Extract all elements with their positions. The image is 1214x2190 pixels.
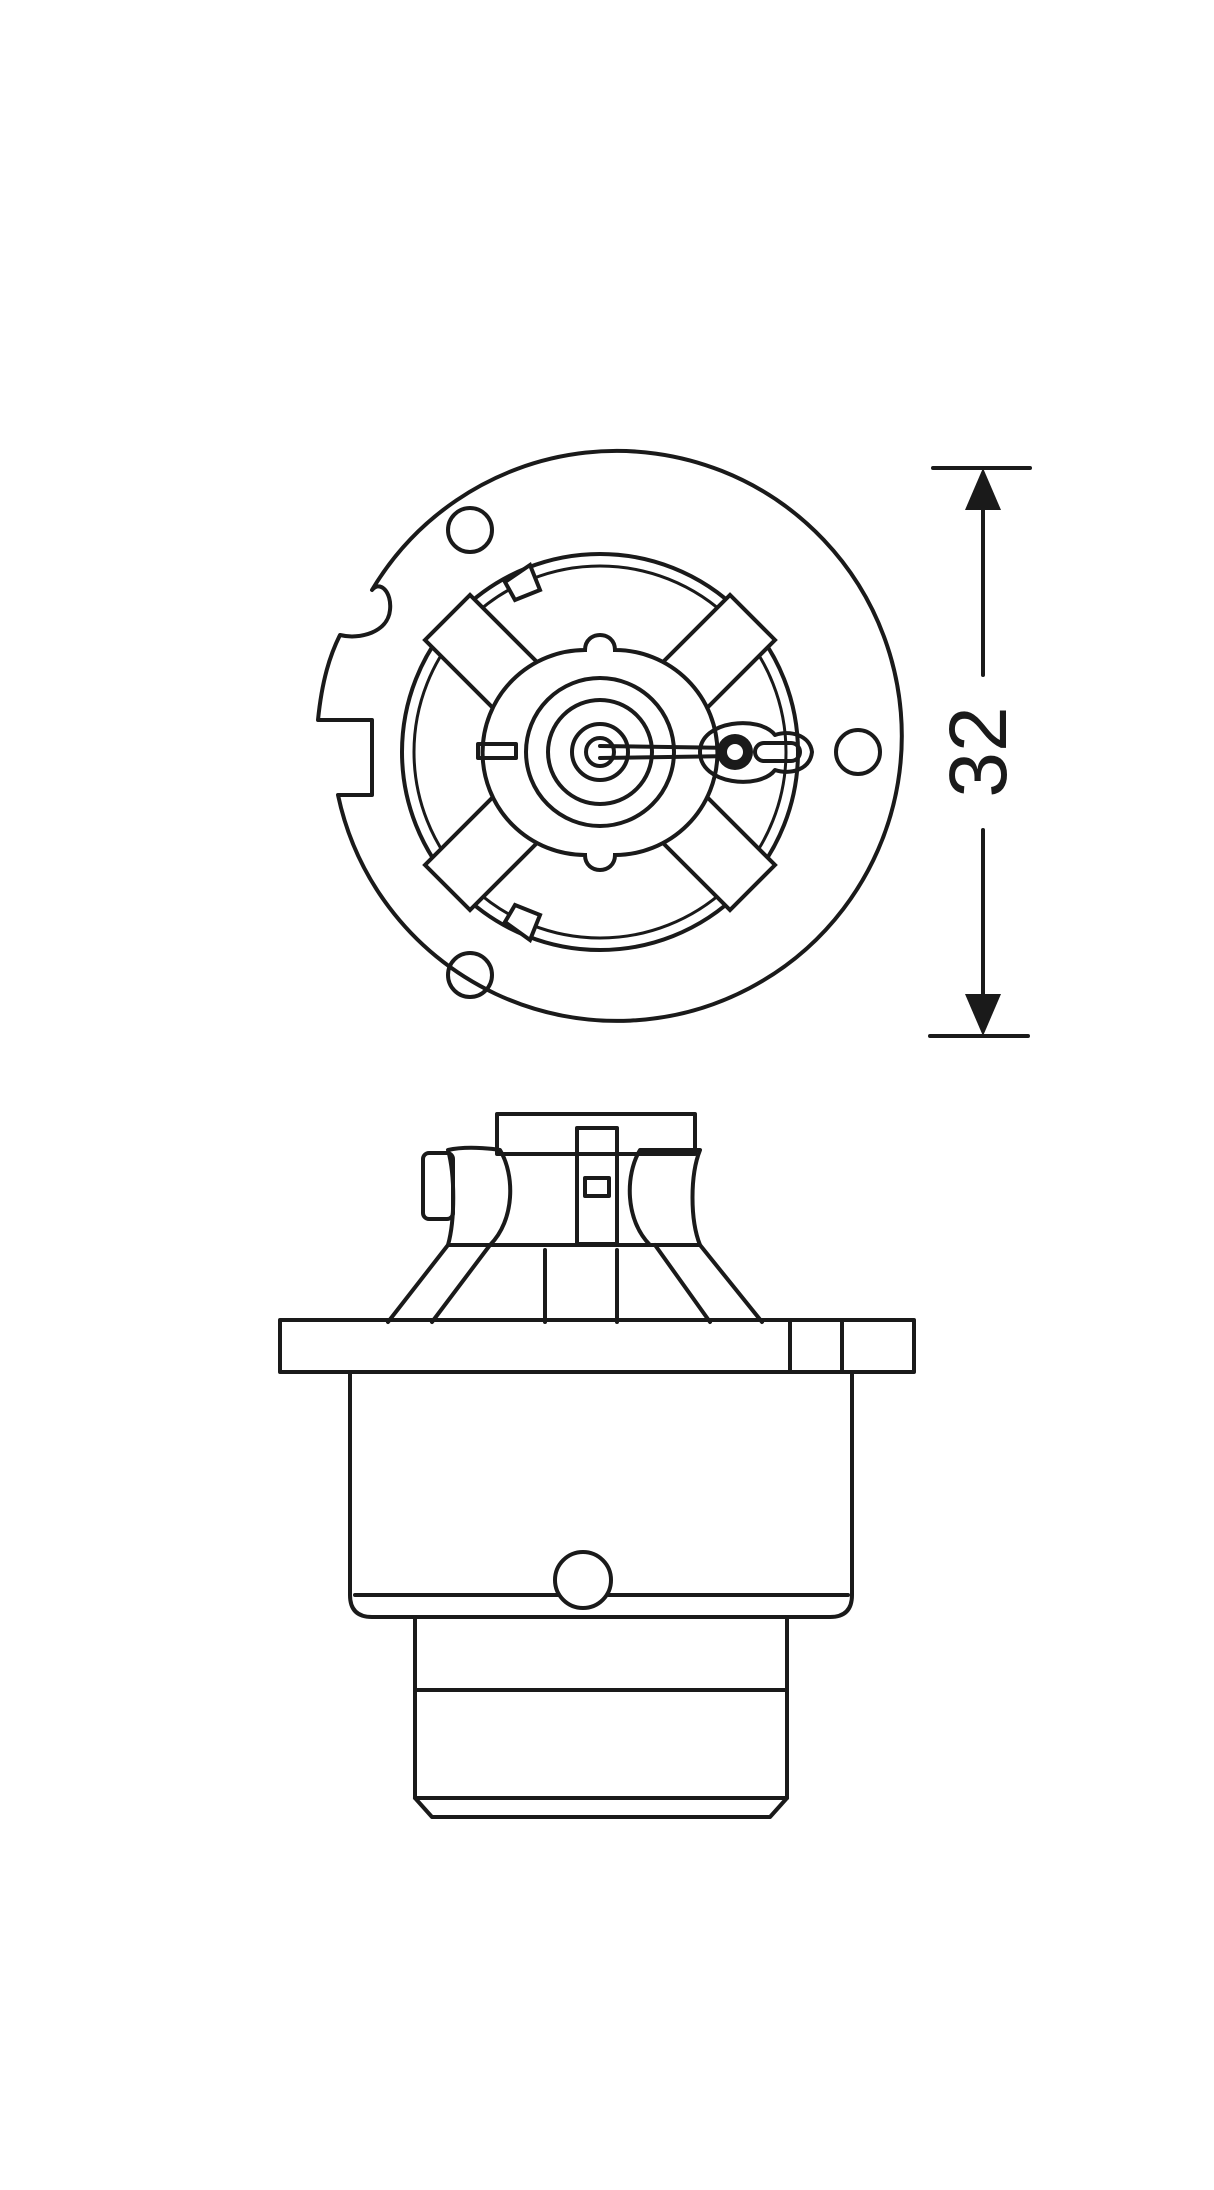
dimension-32: 32 [928, 466, 1032, 1038]
mounting-hole-right [834, 728, 882, 776]
tapered-skirt [386, 1243, 764, 1324]
front-view [316, 448, 904, 1023]
outer-flange-outline [316, 448, 904, 1023]
connector-top-cap [495, 1112, 697, 1156]
dim-arrow-down-icon [965, 994, 1001, 1036]
electrode-lead [598, 744, 737, 760]
side-view [278, 1112, 916, 1819]
hub-center [584, 736, 616, 768]
lower-cylinder-upper [413, 1615, 789, 1692]
flange [278, 1318, 916, 1374]
dim-arrow-up-icon [965, 468, 1001, 510]
mounting-hole-bottom [446, 951, 494, 999]
hub-ring-3 [570, 722, 630, 782]
electrode-link [753, 741, 802, 763]
lower-chamfer [413, 1796, 789, 1819]
locating-pin [553, 1550, 613, 1610]
hub-ring-1 [524, 676, 676, 828]
electrode-core [727, 744, 743, 760]
mounting-hole-top [446, 506, 494, 554]
lower-cylinder-lower [413, 1688, 789, 1800]
left-clip [446, 1145, 513, 1247]
dimension-label: 32 [933, 706, 1024, 797]
hub-ring-2 [546, 698, 654, 806]
central-hub-lobed [480, 633, 720, 872]
inner-ring-inner [412, 564, 788, 940]
electrode-pod [698, 721, 814, 784]
right-clip [627, 1148, 702, 1247]
side-tab [421, 1151, 455, 1221]
pin-left [476, 742, 518, 760]
connector-window [583, 1176, 611, 1198]
